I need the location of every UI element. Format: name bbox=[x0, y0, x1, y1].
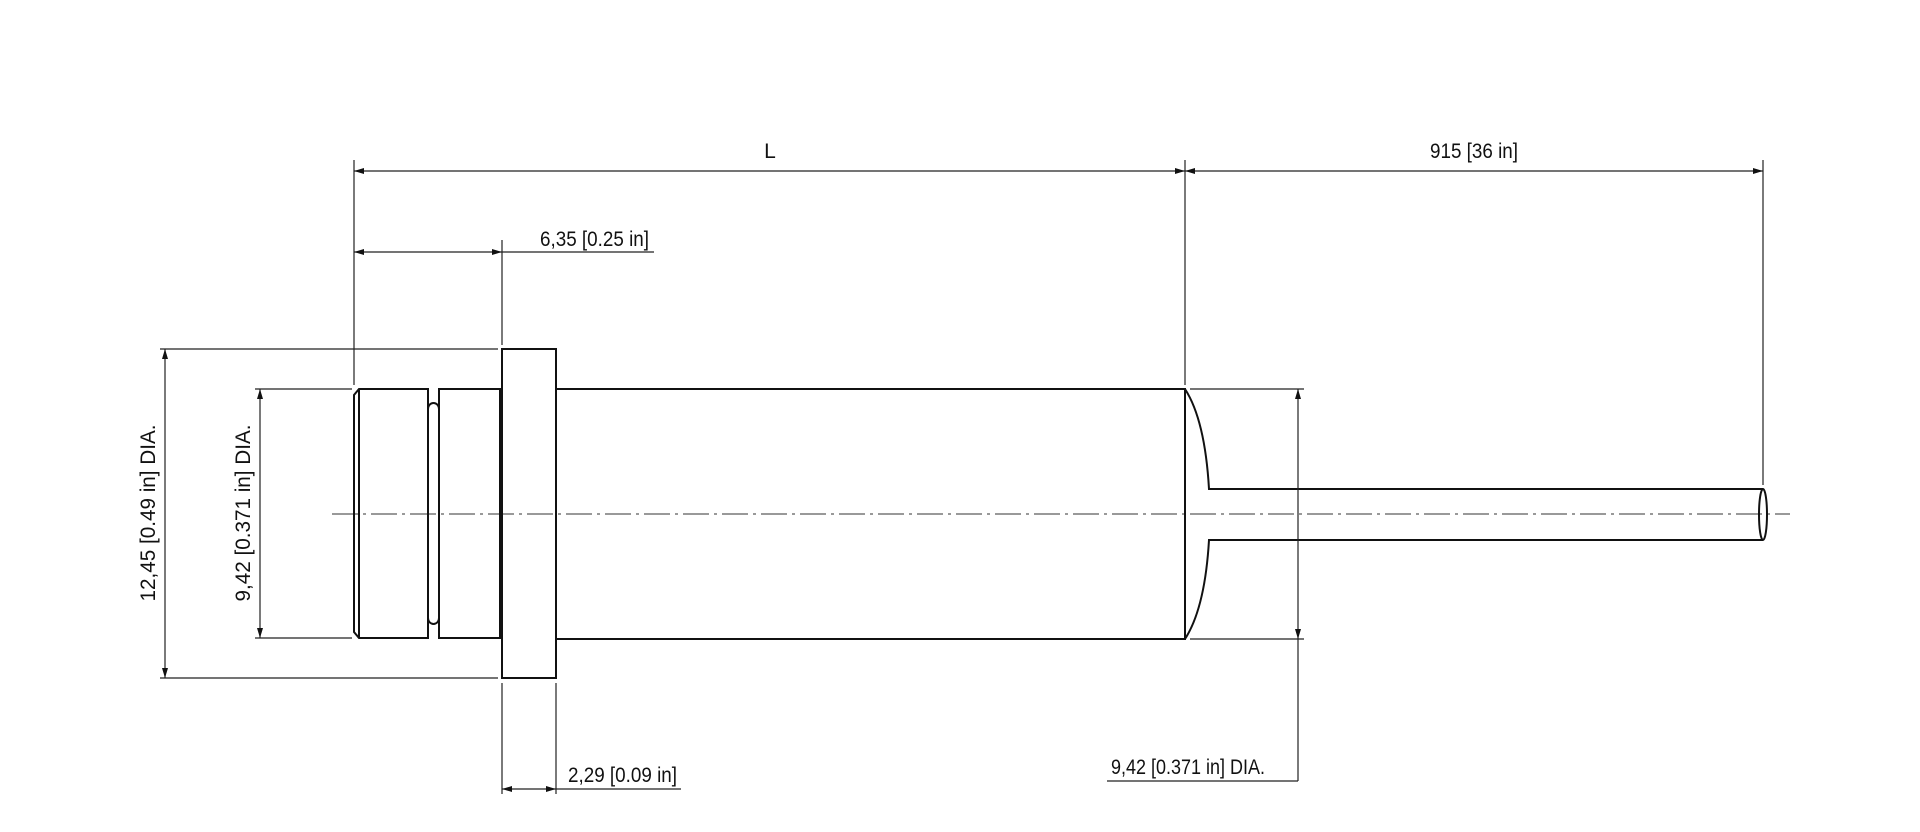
groove-section bbox=[438, 388, 501, 639]
dimension-label-l: L bbox=[764, 140, 776, 163]
dimension-label-front-length: 6,35 [0.25 in] bbox=[540, 228, 649, 251]
dimension-body-diameter-right: 9,42 [0.371 in] DIA. bbox=[1107, 388, 1304, 782]
sensor-part bbox=[353, 348, 1768, 679]
dimension-front-length: 6,35 [0.25 in] bbox=[354, 228, 654, 345]
dimension-overall-length: L bbox=[353, 140, 1186, 385]
dimension-label-flange-thickness: 2,29 [0.09 in] bbox=[568, 764, 677, 787]
dimension-cable-length: 915 [36 in] bbox=[1185, 140, 1764, 485]
dimension-label-cable-length: 915 [36 in] bbox=[1430, 140, 1518, 163]
groove-notch-top bbox=[427, 402, 440, 410]
dimension-flange-diameter: 12,45 [0.49 in] DIA. bbox=[137, 348, 498, 679]
front-nose bbox=[353, 388, 429, 639]
flange bbox=[501, 348, 557, 679]
dimension-label-body-diameter-left: 9,42 [0.371 in] DIA. bbox=[232, 425, 255, 602]
dimension-flange-thickness: 2,29 [0.09 in] bbox=[501, 683, 681, 794]
cable-strain-relief bbox=[1184, 388, 1763, 640]
dimension-label-body-diameter-right: 9,42 [0.371 in] DIA. bbox=[1111, 756, 1265, 779]
cable-end bbox=[1758, 488, 1768, 541]
body-cylinder bbox=[556, 388, 1186, 640]
dimension-label-flange-diameter: 12,45 [0.49 in] DIA. bbox=[137, 425, 160, 602]
groove-notch-bottom bbox=[427, 617, 440, 625]
dimension-body-diameter-left: 9,42 [0.371 in] DIA. bbox=[232, 388, 352, 639]
